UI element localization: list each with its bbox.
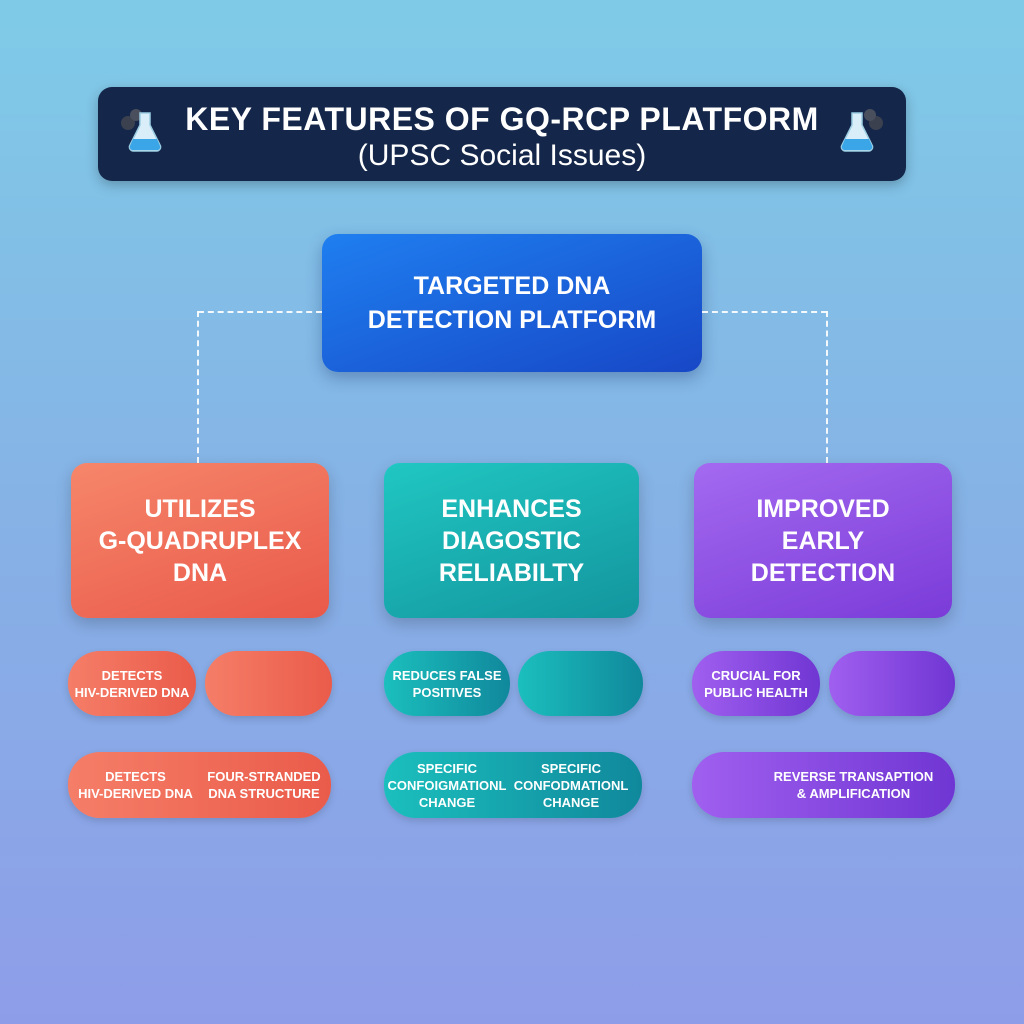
- detail-pill-line: HIV-DERIVED DNA: [78, 786, 193, 801]
- detail-pill-line: CHANGE: [542, 794, 600, 810]
- detail-pill-line: CONFOIGMATIONL: [387, 777, 507, 793]
- detail-pill-line: & AMPLIFICATION: [796, 786, 911, 801]
- detail-pill-empty: [205, 651, 332, 716]
- detail-pill-line: REVERSE TRANSAPTION: [773, 769, 934, 784]
- connector-right-vertical: [826, 311, 828, 463]
- connector-left-horizontal: [198, 311, 322, 313]
- detail-pill-line: DETECTS: [105, 769, 166, 784]
- detail-pill-line: SPECIFIC: [541, 760, 601, 776]
- title-line2: (UPSC Social Issues): [357, 139, 647, 172]
- connector-left-vertical: [197, 311, 199, 463]
- feature-card-line: G-QUADRUPLEX: [98, 526, 302, 555]
- feature-card-line: EARLY: [781, 526, 865, 555]
- flask-icon: [121, 109, 162, 152]
- detail-pill: REDUCES FALSE POSITIVES: [384, 651, 510, 716]
- detail-pill-empty: [829, 651, 955, 716]
- detail-pill: CRUCIAL FOR PUBLIC HEALTH: [692, 651, 820, 716]
- root-node: TARGETED DNA DETECTION PLATFORM: [322, 234, 702, 372]
- detail-pill-line: FOUR-STRANDED: [207, 769, 321, 784]
- detail-pill-line: CONFODMATIONL: [513, 777, 629, 793]
- detail-pill-wide: SPECIFIC CONFOIGMATIONL CHANGE SPECIFIC …: [384, 752, 642, 818]
- detail-pill-line: POSITIVES: [412, 684, 482, 700]
- feature-card-line: IMPROVED: [756, 494, 890, 523]
- feature-card-line: DETECTION: [750, 558, 896, 587]
- detail-pill-line: CRUCIAL FOR: [711, 667, 801, 683]
- detail-pill-line: REDUCES FALSE: [392, 667, 502, 683]
- flask-icon: [840, 109, 883, 152]
- connector-right-horizontal: [702, 311, 827, 313]
- title-banner: KEY FEATURES OF GQ-RCP PLATFORM (UPSC So…: [98, 87, 906, 181]
- title-line1: KEY FEATURES OF GQ-RCP PLATFORM: [185, 101, 819, 137]
- feature-card-line: RELIABILTY: [438, 558, 585, 587]
- detail-pill-line: DETECTS: [101, 667, 163, 683]
- detail-pill: DETECTS HIV-DERIVED DNA: [68, 651, 196, 716]
- feature-card-line: ENHANCES: [441, 494, 582, 523]
- detail-pill-line: DNA STRUCTURE: [208, 786, 320, 801]
- detail-pill-line: SPECIFIC: [417, 760, 477, 776]
- root-line2: DETECTION PLATFORM: [367, 306, 657, 334]
- feature-card-g-quadruplex: UTILIZES G-QUADRUPLEX DNA: [71, 463, 329, 618]
- feature-card-line: UTILIZES: [144, 494, 256, 523]
- feature-card-line: DNA: [172, 558, 228, 587]
- detail-pill-empty: [518, 651, 643, 716]
- detail-pill-line: PUBLIC HEALTH: [704, 684, 808, 700]
- feature-card-reliability: ENHANCES DIAGOSTIC RELIABILTY: [384, 463, 639, 618]
- detail-pill-line: HIV-DERIVED DNA: [74, 684, 190, 700]
- detail-pill-wide: DETECTS HIV-DERIVED DNA FOUR-STRANDED DN…: [68, 752, 331, 818]
- detail-pill-wide: REVERSE TRANSAPTION & AMPLIFICATION: [692, 752, 955, 818]
- feature-card-line: DIAGOSTIC: [442, 526, 581, 555]
- root-line1: TARGETED DNA: [413, 272, 611, 300]
- detail-pill-line: CHANGE: [418, 794, 476, 810]
- feature-card-early-detection: IMPROVED EARLY DETECTION: [694, 463, 952, 618]
